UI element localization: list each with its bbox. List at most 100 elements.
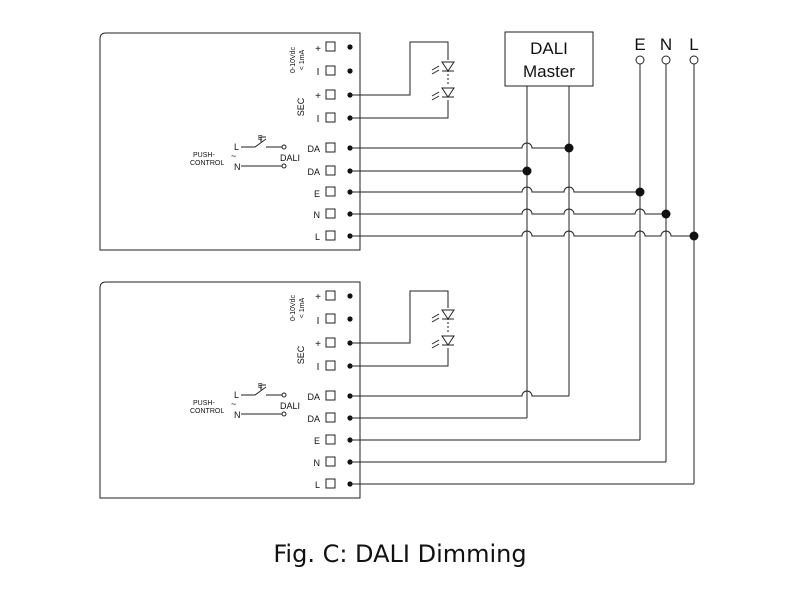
driver-1-led-plus-wire [350,41,449,96]
driver-1-push-label-1: PUSH- [193,152,215,159]
mains-label-l: L [689,35,698,54]
driver-1-n-wire [350,208,666,215]
driver-2-push-switch [241,386,282,396]
driver-2-terminal-dot [347,316,353,322]
driver-1: 0-10Vdc < 1mA SEC + I + I DA DA E N L [99,32,455,251]
driver-2-da-1-wire [350,390,569,397]
driver-1-terminal-dot [347,44,353,50]
driver-1-sec-minus: I [317,114,320,125]
driver-1-push-terminal-n [281,163,287,169]
driver-1-push-switch-actuator [260,136,266,142]
driver-2-push-terminal-l [281,392,287,398]
driver-1-terminal [325,41,336,52]
driver-1-led-minus-wire [350,100,449,119]
driver-2-da-2-label: DA [307,414,320,424]
junction-dot [635,187,645,197]
driver-1-sec-plus: + [315,91,321,102]
driver-1-terminal [325,65,336,76]
junction-dot [661,209,671,219]
driver-1-n-label: N [314,210,321,220]
driver-2-terminal [325,290,336,301]
driver-2-dim-minus: I [317,316,320,327]
driver-1-da-1-label: DA [307,144,320,154]
driver-2-da-1-label: DA [307,392,320,402]
driver-1-led-2-light-icon [431,91,440,101]
driver-2-l-label: L [315,480,320,490]
driver-2-n-label: N [314,458,321,468]
driver-2-sec-minus: I [317,362,320,373]
driver-1-terminal [325,208,336,219]
driver-1-l-label: L [315,232,320,242]
junction-dot [564,143,574,153]
driver-1-push-switch [241,138,282,148]
driver-2-sec-plus: + [315,339,321,350]
mains-label-e: E [634,35,645,54]
driver-1-terminal [325,112,336,123]
dali-master: DALI Master [504,31,594,88]
driver-2-led-plus-wire [350,290,449,344]
driver-1-terminal [325,165,336,176]
driver-1-body [99,32,361,251]
driver-2-terminal [325,412,336,423]
driver-2-terminal [325,434,336,445]
mains-label-n: N [660,35,672,54]
interconnect-wiring [350,64,699,485]
driver-2-led-1-icon [441,309,455,320]
driver-1-push-terminal-l [281,144,287,150]
driver-2-push-l: L [234,390,239,400]
driver-2-terminal [325,478,336,489]
driver-1-led-1-icon [441,61,455,72]
driver-1-terminal-dot [347,68,353,74]
driver-2-push-tilde: ~ [231,399,236,409]
driver-2-led-1-light-icon [431,313,440,323]
driver-2-dim-plus: + [315,292,321,303]
driver-2-led-minus-wire [350,348,449,367]
driver-1-dim-label-2: < 1mA [299,49,306,70]
driver-1-terminal [325,230,336,241]
driver-1-dim-label-1: 0-10Vdc [290,46,297,73]
driver-2-terminal [325,390,336,401]
driver-1-push-dali: DALI [280,153,300,163]
driver-2-terminal [325,313,336,324]
driver-2-led-2-icon [441,335,455,346]
driver-1-sec-label: SEC [296,97,306,116]
driver-1-led-2-icon [441,87,455,98]
driver-2-push-switch-actuator [260,384,266,390]
driver-1-da-1-wire [350,142,569,149]
driver-1-push-label-2: CONTROL [190,160,224,167]
driver-1-dim-minus: I [317,67,320,78]
driver-2-push-label-1: PUSH- [193,400,215,407]
driver-2-push-terminal-n [281,411,287,417]
driver-1-led-1-light-icon [431,65,440,75]
dali-master-box [504,31,594,87]
junction-dot [522,166,532,176]
driver-1-push-n: N [234,162,241,172]
mains-terminal-l [689,55,699,65]
driver-1-e-label: E [314,189,320,199]
driver-2-e-label: E [314,436,320,446]
driver-2-push-dali: DALI [280,401,300,411]
driver-1-terminal [325,186,336,197]
mains-terminal-n [661,55,671,65]
driver-1-push-tilde: ~ [231,151,236,161]
driver-2-led-2-light-icon [431,339,440,349]
driver-2-push-label-2: CONTROL [190,408,224,415]
dali-master-label-1: DALI [530,39,568,58]
driver-1-push-l: L [234,142,239,152]
mains-terminals: E N L [634,35,699,65]
dali-master-label-2: Master [523,62,575,81]
driver-2-push-n: N [234,410,241,420]
driver-1-l-wire [350,230,694,237]
figure-caption: Fig. C: DALI Dimming [273,540,526,568]
driver-2-terminal-dot [347,293,353,299]
driver-2-dim-label-1: 0-10Vdc [290,294,297,321]
driver-2-dim-label-2: < 1mA [299,297,306,318]
driver-1-terminal [325,89,336,100]
driver-2: 0-10Vdc < 1mA SEC + I + I DA DA E N L PU… [99,281,455,499]
junction-dot [689,231,699,241]
driver-2-terminal [325,456,336,467]
driver-1-dim-plus: + [315,44,321,55]
driver-1-terminal [325,142,336,153]
driver-1-e-wire [350,186,640,193]
